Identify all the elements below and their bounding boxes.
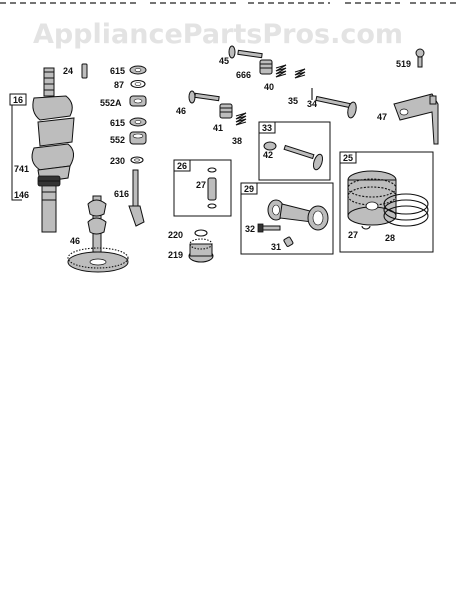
label-45: 45 — [219, 56, 229, 66]
camshaft[interactable] — [67, 195, 129, 273]
label-35: 35 — [288, 96, 298, 106]
label-552a: 552A — [100, 98, 122, 108]
label-42: 42 — [263, 150, 273, 160]
valve-guide-41[interactable] — [219, 103, 233, 119]
label-25: 25 — [343, 153, 353, 163]
governor-gear-219[interactable] — [188, 238, 214, 263]
label-29: 29 — [244, 184, 254, 194]
label-616: 616 — [114, 189, 129, 199]
label-31: 31 — [271, 242, 281, 252]
label-230: 230 — [110, 156, 125, 166]
label-47: 47 — [377, 112, 387, 122]
rod-screw[interactable] — [283, 236, 294, 247]
washer-87[interactable] — [130, 79, 146, 89]
callout-box-33 — [258, 121, 331, 181]
label-666: 666 — [236, 70, 251, 80]
label-27-pin: 27 — [196, 180, 206, 190]
watermark-text: AppliancePartsPros.com — [33, 19, 403, 50]
label-552: 552 — [110, 135, 125, 145]
valve-45[interactable] — [228, 45, 263, 59]
callout-box-26 — [173, 159, 232, 217]
label-24: 24 — [63, 66, 73, 76]
crankshaft[interactable] — [31, 67, 75, 233]
label-46-valve: 46 — [176, 106, 186, 116]
seal-615-bottom[interactable] — [129, 117, 147, 127]
crankshaft-gear[interactable] — [37, 175, 61, 187]
label-38: 38 — [232, 136, 242, 146]
washer-220[interactable] — [194, 229, 208, 237]
label-146: 146 — [14, 190, 29, 200]
valve-33[interactable] — [283, 144, 324, 171]
label-16: 16 — [13, 95, 23, 105]
callout-bracket-16: 16 — [9, 93, 27, 201]
label-87: 87 — [114, 80, 124, 90]
label-27-retainer: 27 — [348, 230, 358, 240]
label-34: 34 — [307, 99, 317, 109]
label-40: 40 — [264, 82, 274, 92]
valve-guide-666[interactable] — [259, 59, 273, 75]
label-32: 32 — [245, 224, 255, 234]
connecting-rod[interactable] — [267, 199, 329, 231]
callout-box-29 — [240, 182, 334, 255]
label-46-camshaft: 46 — [70, 236, 80, 246]
label-28: 28 — [385, 233, 395, 243]
bearing-552a[interactable] — [129, 95, 147, 107]
pin-retainer[interactable] — [361, 225, 371, 230]
valve-seat-42[interactable] — [263, 141, 277, 151]
rod-bolt[interactable] — [257, 223, 281, 233]
valve-spring-40[interactable] — [275, 64, 287, 78]
key[interactable] — [81, 63, 88, 79]
label-219: 219 — [168, 250, 183, 260]
washer-230[interactable] — [130, 156, 144, 164]
valve-spring-38[interactable] — [235, 112, 247, 126]
label-615-bottom: 615 — [110, 118, 125, 128]
bearing-552[interactable] — [129, 131, 147, 145]
label-41: 41 — [213, 123, 223, 133]
label-741: 741 — [14, 164, 29, 174]
label-615-top: 615 — [110, 66, 125, 76]
label-33: 33 — [262, 123, 272, 133]
screw-519[interactable] — [415, 48, 425, 68]
valve-46[interactable] — [188, 90, 220, 104]
valve-34[interactable] — [311, 88, 358, 119]
piston-rings[interactable] — [383, 193, 429, 227]
label-519: 519 — [396, 59, 411, 69]
spring-retainer-35[interactable] — [294, 68, 306, 79]
label-220: 220 — [168, 230, 183, 240]
seal-615-top[interactable] — [129, 65, 147, 75]
governor-shaft-616[interactable] — [128, 169, 145, 227]
bracket-47[interactable] — [393, 93, 439, 145]
label-26: 26 — [177, 161, 187, 171]
callout-box-25 — [339, 151, 434, 253]
piston-pin[interactable] — [207, 167, 217, 209]
